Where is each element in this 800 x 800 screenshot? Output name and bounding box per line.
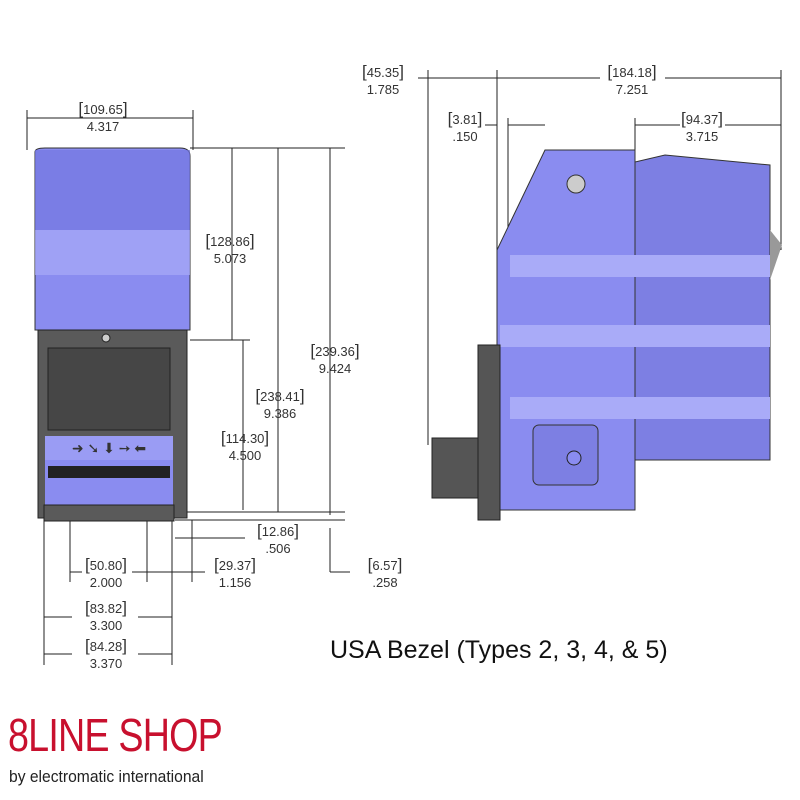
dim-bezel-height: 114.304.500 — [221, 429, 269, 464]
dim-upper-height: 128.865.073 — [205, 232, 254, 267]
side-view — [431, 149, 782, 521]
dim-height-2: 238.419.386 — [255, 387, 304, 422]
logo: 8LINE SHOP — [8, 709, 223, 761]
dim-rear-depth: 94.373.715 — [681, 110, 723, 145]
dim-hole-spacing: 50.802.000 — [85, 556, 127, 591]
dim-base-width: 83.823.300 — [85, 599, 127, 634]
dim-overall-height: 239.369.424 — [310, 342, 359, 377]
logo-tagline: by electromatic international — [9, 767, 204, 786]
dim-front-depth: 45.351.785 — [362, 63, 404, 98]
dim-flange: 3.81.150 — [448, 110, 483, 145]
front-view: ➜ ➘ ⬇ ➙ ⬅ — [34, 147, 191, 522]
dim-width-top: 109.654.317 — [78, 100, 127, 135]
dim-overall-depth: 184.187.251 — [607, 63, 656, 98]
dim-bezel-width: 84.283.370 — [85, 637, 127, 672]
dim-base-offset: 6.57.258 — [368, 556, 403, 591]
dimension-lines — [26, 70, 782, 665]
dim-side-offset: 29.371.156 — [214, 556, 256, 591]
drawing-title: USA Bezel (Types 2, 3, 4, & 5) — [330, 636, 668, 664]
arrow-icons: ➜ ➘ ⬇ ➙ ⬅ — [72, 440, 146, 456]
dim-offset-bottom: 12.86.506 — [257, 522, 299, 557]
